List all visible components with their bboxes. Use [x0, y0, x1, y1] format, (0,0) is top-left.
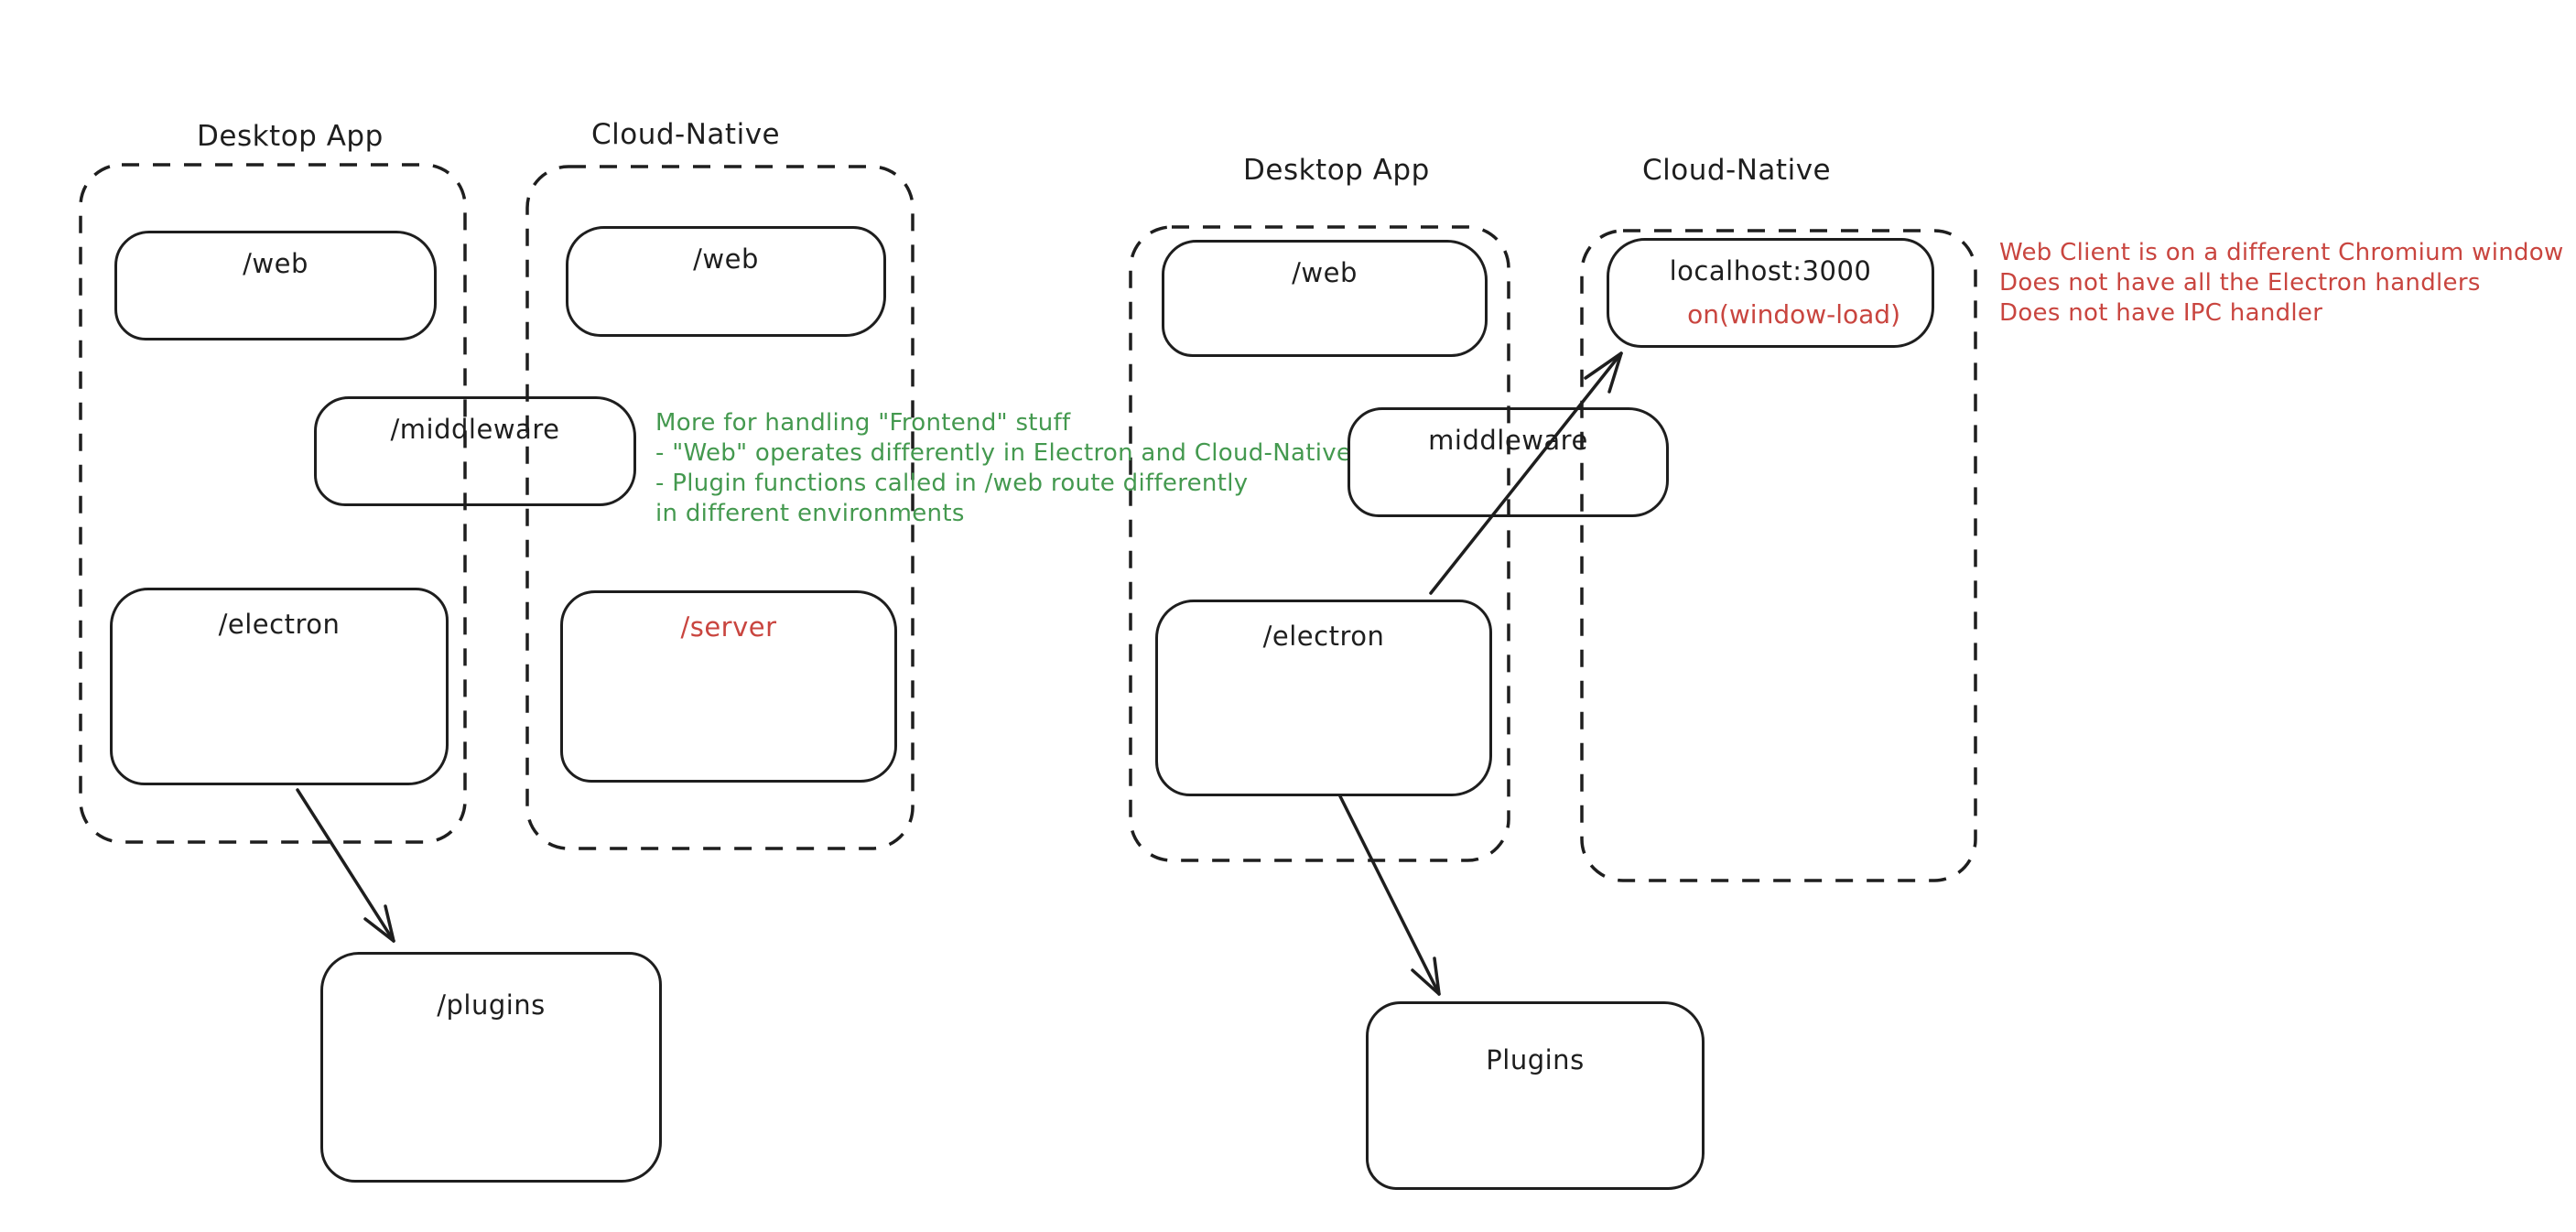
- zone-right-desktop-outline[interactable]: [1129, 225, 1510, 862]
- node-label: Plugins: [1486, 1044, 1585, 1075]
- zone-label-right-desktop[interactable]: Desktop App: [1243, 154, 1430, 187]
- arrow-shaft: [1338, 794, 1441, 996]
- node-label: /web: [243, 248, 308, 279]
- zone-label-right-cloud[interactable]: Cloud-Native: [1642, 154, 1832, 187]
- arrow-head: [363, 904, 395, 943]
- node-left-server[interactable]: /server: [560, 590, 897, 783]
- node-label: /middleware: [390, 414, 560, 445]
- arrow-head: [1411, 956, 1441, 996]
- arrow-head: [1584, 351, 1623, 394]
- annotation-frontend-note[interactable]: More for handling "Frontend" stuff - "We…: [655, 408, 1351, 529]
- arrow-electron-to-plugins-left[interactable]: [296, 788, 395, 943]
- node-left-electron[interactable]: /electron: [110, 588, 449, 785]
- arrow-shaft: [296, 788, 395, 943]
- zone-right-cloud-outline[interactable]: [1580, 229, 1977, 882]
- node-label: /web: [1292, 257, 1358, 288]
- node-left-web-desktop[interactable]: /web: [114, 231, 437, 340]
- node-right-plugins[interactable]: Plugins: [1366, 1001, 1705, 1190]
- node-right-web[interactable]: /web: [1162, 240, 1488, 357]
- arrow-electron-to-plugins-right[interactable]: [1338, 794, 1441, 996]
- node-label: /server: [680, 611, 777, 643]
- annotation-line: in different environments: [655, 500, 965, 527]
- node-label: localhost:3000: [1669, 255, 1872, 286]
- zone-label-left-cloud[interactable]: Cloud-Native: [591, 118, 781, 151]
- node-right-localhost[interactable]: localhost:3000 on(window-load): [1607, 238, 1934, 348]
- node-left-middleware[interactable]: /middleware: [314, 396, 636, 506]
- arrow-electron-to-localhost[interactable]: [1429, 351, 1623, 595]
- arrow-shaft: [1429, 351, 1623, 595]
- node-left-web-cloud[interactable]: /web: [566, 226, 886, 337]
- node-right-middleware[interactable]: middleware: [1348, 407, 1669, 517]
- node-event-label: on(window-load): [1687, 299, 1900, 330]
- annotation-line: - "Web" operates differently in Electron…: [655, 439, 1352, 467]
- node-label: /plugins: [437, 989, 546, 1021]
- node-label: /electron: [218, 609, 341, 640]
- annotation-line: Web Client is on a different Chromium wi…: [1999, 239, 2564, 266]
- node-right-electron[interactable]: /electron: [1155, 600, 1492, 796]
- annotation-web-client-note[interactable]: Web Client is on a different Chromium wi…: [1999, 238, 2564, 329]
- annotation-line: - Plugin functions called in /web route …: [655, 470, 1249, 497]
- node-label: /web: [693, 243, 759, 275]
- zone-label-left-desktop[interactable]: Desktop App: [197, 120, 384, 153]
- annotation-line: Does not have all the Electron handlers: [1999, 269, 2481, 297]
- annotation-line: Does not have IPC handler: [1999, 299, 2323, 327]
- node-left-plugins[interactable]: /plugins: [320, 952, 662, 1183]
- annotation-line: More for handling "Frontend" stuff: [655, 409, 1071, 437]
- zone-left-cloud-outline[interactable]: [525, 165, 915, 850]
- node-label: middleware: [1428, 425, 1588, 456]
- node-label: /electron: [1262, 621, 1385, 652]
